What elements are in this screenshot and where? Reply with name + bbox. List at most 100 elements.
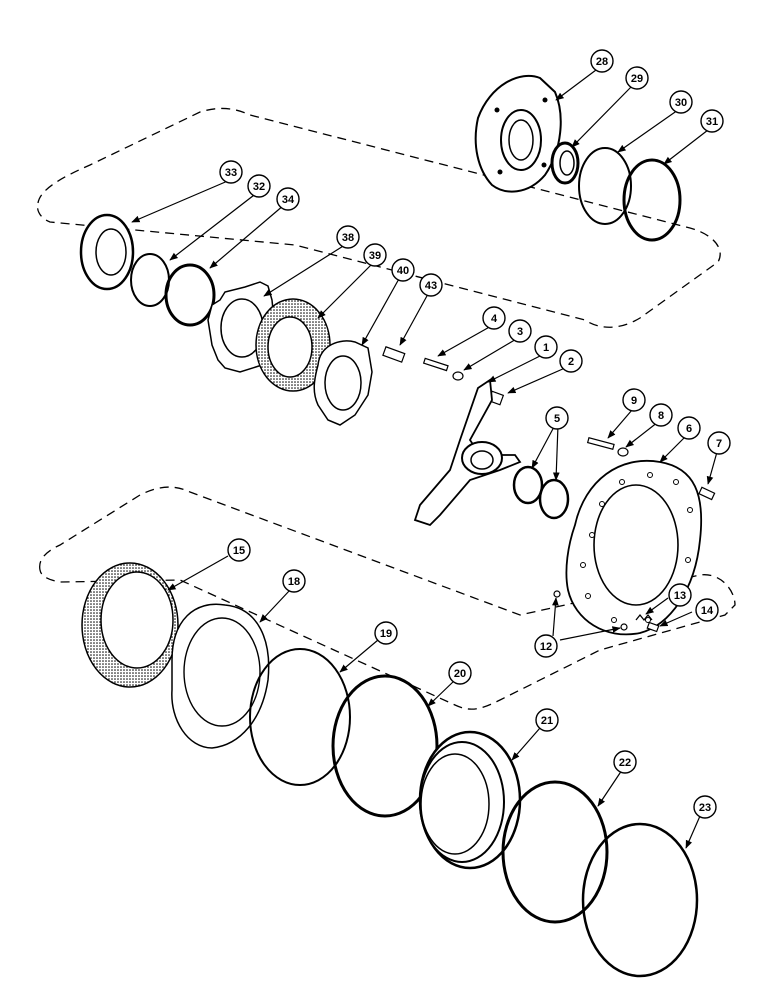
leader-18: [259, 589, 291, 623]
lower-group-dashed-outline: [39, 486, 736, 710]
callout-label: 31: [706, 116, 718, 128]
part-40-separator-plate: [313, 340, 373, 426]
leader-23: [685, 815, 701, 849]
callout-8: 8: [649, 403, 673, 427]
callout-label: 39: [369, 250, 381, 262]
leader-6: [659, 435, 687, 463]
leader-33: [131, 179, 231, 223]
callout-label: 6: [686, 423, 692, 435]
part-6-housing: [565, 460, 703, 636]
callout-label: 19: [380, 628, 392, 640]
callout-label: 34: [282, 194, 295, 206]
callout-13: 13: [668, 583, 692, 607]
callout-38: 38: [336, 225, 360, 249]
callout-label: 2: [568, 356, 574, 368]
callout-21: 21: [535, 708, 559, 732]
part-32-ring: [130, 253, 170, 307]
leader-lines: [131, 69, 718, 849]
leader-3: [463, 337, 519, 371]
callout-label: 12: [540, 641, 552, 653]
callout-6: 6: [677, 416, 701, 440]
callout-18: 18: [282, 569, 306, 593]
callout-label: 4: [491, 313, 498, 325]
part-12-ball-b: [620, 623, 628, 631]
part-30-ring: [578, 147, 632, 225]
callout-9: 9: [622, 388, 646, 412]
callout-label: 20: [454, 668, 466, 680]
callout-label: 13: [674, 590, 686, 602]
callout-20: 20: [448, 661, 472, 685]
leader-40: [361, 276, 401, 346]
part-4-bolt: [422, 357, 449, 372]
leader-19: [339, 639, 379, 673]
part-18-separator-plate: [171, 603, 270, 749]
callout-label: 5: [554, 413, 560, 425]
leader-8: [625, 421, 659, 448]
part-5-ring-a: [512, 465, 544, 505]
leader-21: [511, 727, 541, 761]
callout-14: 14: [695, 598, 719, 622]
part-5-ring-b: [538, 478, 570, 520]
part-23-ring: [581, 822, 699, 978]
leader-1: [487, 354, 543, 383]
callout-label: 1: [543, 342, 549, 354]
part-29-bearing: [550, 141, 580, 185]
part-3-washer: [452, 371, 464, 381]
callout-label: 8: [658, 410, 664, 422]
callout-label: 18: [288, 576, 300, 588]
part-1-lever: [413, 378, 522, 527]
leader-5b: [552, 424, 560, 481]
part-22-o-ring: [501, 780, 609, 924]
leader-14: [659, 611, 693, 627]
leader-28: [555, 69, 597, 101]
part-19-ring: [249, 648, 351, 786]
part-8-washer: [617, 447, 629, 457]
callout-label: 7: [716, 438, 722, 450]
callout-4: 4: [482, 306, 506, 330]
part-14-plug: [646, 621, 660, 633]
callout-28: 28: [590, 49, 614, 73]
callout-label: 28: [596, 56, 608, 68]
callout-7: 7: [707, 431, 731, 455]
callout-label: 29: [631, 73, 643, 85]
leader-13: [645, 597, 669, 615]
callout-23: 23: [693, 795, 717, 819]
part-28-housing: [474, 74, 562, 193]
part-43-dowel: [382, 346, 406, 363]
callout-5: 5: [545, 406, 569, 430]
callout-3: 3: [508, 319, 532, 343]
callout-label: 30: [675, 97, 687, 109]
leader-5a: [531, 424, 556, 469]
leader-7: [706, 451, 718, 485]
callout-2: 2: [559, 349, 583, 373]
part-12-ball-a: [553, 590, 561, 598]
upper-group-dashed-outline: [36, 107, 721, 328]
leader-32: [169, 191, 259, 261]
part-21-piston: [418, 730, 522, 870]
callout-label: 43: [425, 280, 437, 292]
callout-32: 32: [247, 174, 271, 198]
leader-22: [597, 769, 623, 807]
part-15-friction-disc: [81, 562, 179, 688]
leader-34: [209, 204, 285, 269]
callout-label: 32: [253, 181, 265, 193]
part-33-seal-plate: [79, 213, 135, 291]
part-7-dowel: [698, 486, 716, 501]
callout-label: 23: [699, 802, 711, 814]
part-9-bolt: [586, 436, 615, 450]
callout-label: 15: [233, 545, 245, 557]
callout-34: 34: [276, 187, 300, 211]
callout-label: 38: [342, 232, 354, 244]
leader-43: [399, 293, 429, 346]
leader-31: [663, 129, 709, 165]
callout-29: 29: [625, 66, 649, 90]
callout-33: 33: [219, 160, 243, 184]
leader-20: [427, 679, 456, 707]
leader-9: [607, 409, 633, 439]
leader-2: [507, 367, 566, 394]
callout-label: 3: [517, 326, 523, 338]
leader-38: [263, 242, 349, 297]
part-13-spring: [635, 613, 653, 622]
callout-label: 14: [701, 605, 714, 617]
